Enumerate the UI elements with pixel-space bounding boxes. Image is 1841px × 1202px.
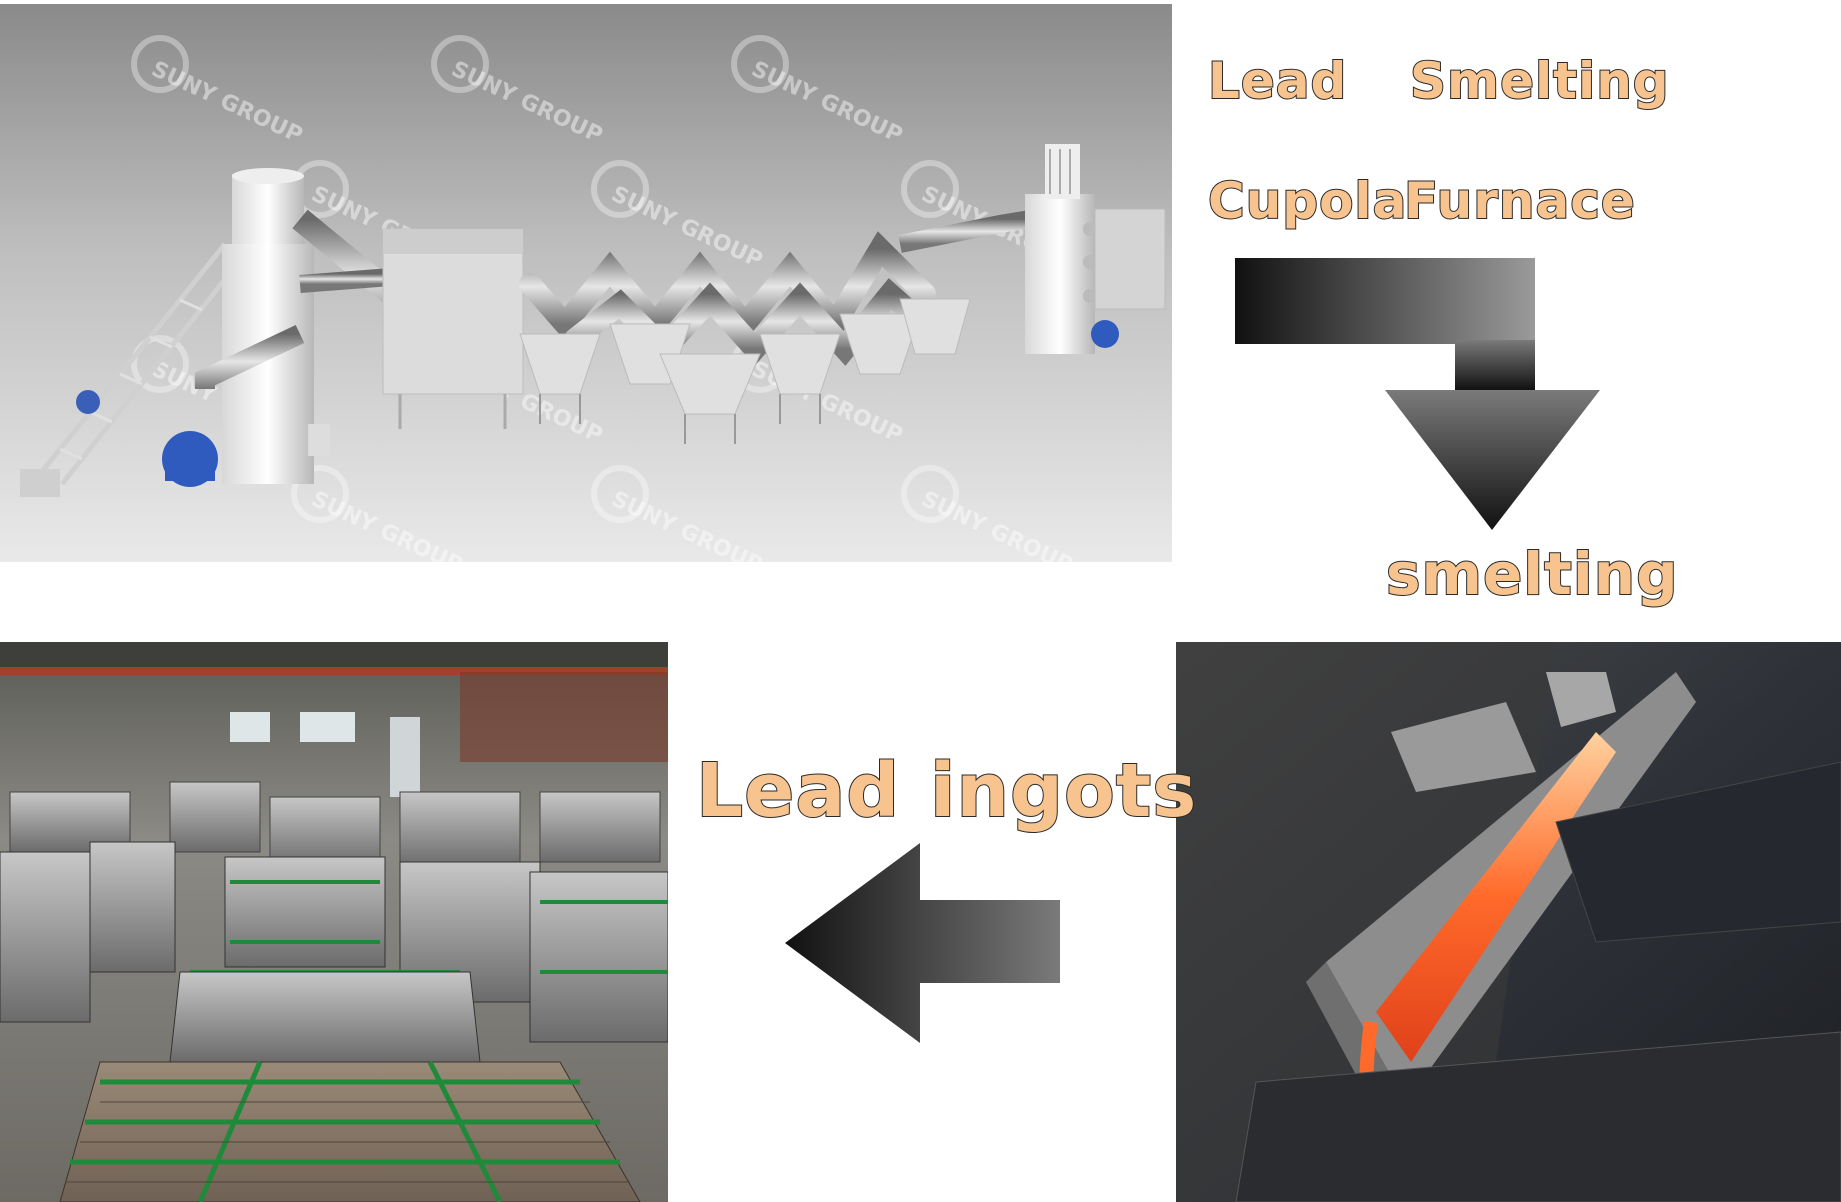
title-word-smelting: Smelting — [1409, 51, 1670, 111]
molten-lead-photo — [1176, 642, 1841, 1202]
furnace-render-panel: SUNY GROUP SUNY GROUP SUNY GROUP SUNY GR… — [0, 4, 1172, 562]
title-word-cupola: Cupola — [1207, 171, 1408, 231]
lead-ingots-photo — [0, 642, 668, 1202]
step-label-smelting: smelting — [1385, 539, 1679, 609]
arrow-left-icon — [785, 843, 1060, 1043]
product-word-ingots: ingots — [929, 747, 1198, 835]
title-word-lead: Lead — [1207, 51, 1348, 111]
product-word-lead: Lead — [695, 747, 901, 835]
furnace-render-image: SUNY GROUP SUNY GROUP SUNY GROUP SUNY GR… — [0, 4, 1172, 562]
arrow-down-icon — [1235, 258, 1600, 530]
title-word-furnace: Furnace — [1403, 171, 1636, 231]
